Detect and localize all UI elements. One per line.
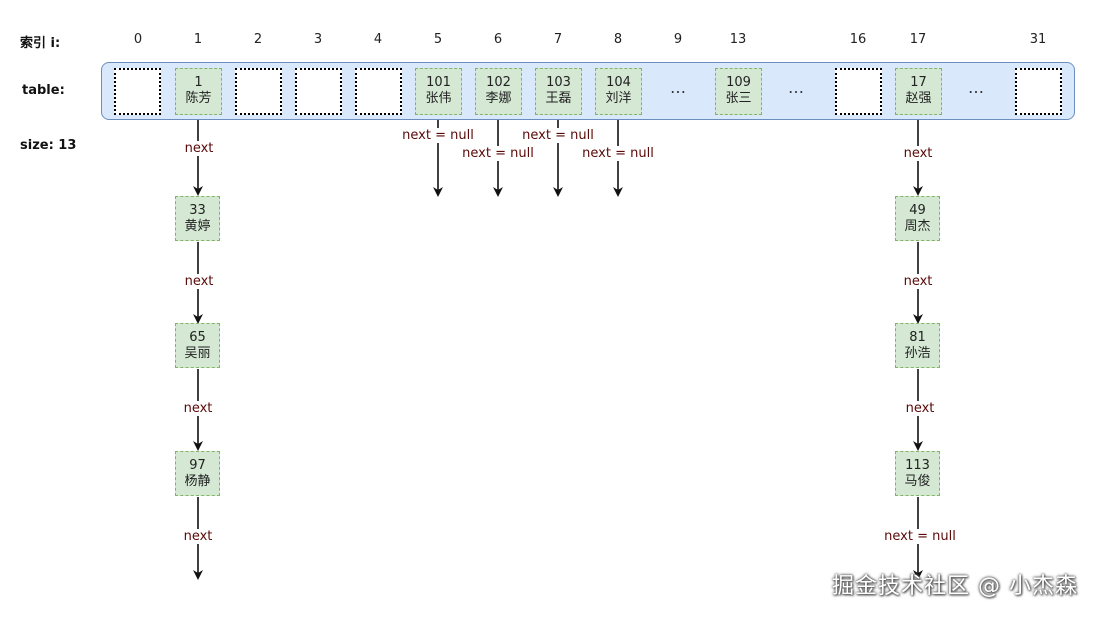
index-1: 1 xyxy=(193,32,203,47)
edge-label-next: next xyxy=(182,401,214,416)
slot-13: 109 张三 xyxy=(715,68,762,115)
chain-node-49: 49 周杰 xyxy=(895,196,940,241)
slot-7: 103 王磊 xyxy=(535,68,582,115)
index-17: 17 xyxy=(909,32,927,47)
chain-node-33: 33 黄婷 xyxy=(175,196,220,241)
slot-31-empty xyxy=(1015,68,1062,115)
node-name: 杨静 xyxy=(184,474,211,489)
index-row-label: 索引 i: xyxy=(20,36,61,51)
chain-node-65: 65 吴丽 xyxy=(175,323,220,368)
node-number: 49 xyxy=(909,203,926,218)
index-0: 0 xyxy=(133,32,143,47)
index-6: 6 xyxy=(493,32,503,47)
index-16: 16 xyxy=(849,32,867,47)
index-9: 9 xyxy=(673,32,683,47)
slot-17-number: 17 xyxy=(910,75,927,90)
slot-17: 17 赵强 xyxy=(895,68,942,115)
slot-5-number: 101 xyxy=(426,75,451,90)
index-3: 3 xyxy=(313,32,323,47)
slot-13-number: 109 xyxy=(726,75,751,90)
edge-label-next-null: next = null xyxy=(461,146,535,161)
slot-1: 1 陈芳 xyxy=(175,68,222,115)
index-5: 5 xyxy=(433,32,443,47)
ellipsis-1: … xyxy=(670,78,686,97)
ellipsis-2: … xyxy=(788,78,804,97)
node-name: 吴丽 xyxy=(184,346,211,361)
index-2: 2 xyxy=(253,32,263,47)
node-number: 33 xyxy=(189,203,206,218)
slot-1-number: 1 xyxy=(194,75,203,90)
chain-node-97: 97 杨静 xyxy=(175,451,220,496)
table-row-label: table: xyxy=(22,83,65,98)
slot-7-name: 王磊 xyxy=(545,91,572,106)
index-31: 31 xyxy=(1029,32,1047,47)
slot-6-number: 102 xyxy=(486,75,511,90)
edge-label-next-null: next = null xyxy=(401,128,475,143)
size-label: size: 13 xyxy=(20,138,77,153)
slot-16-empty xyxy=(835,68,882,115)
edge-label-next: next xyxy=(183,274,215,289)
chain-node-113: 113 马俊 xyxy=(895,451,940,496)
node-name: 黄婷 xyxy=(184,219,211,234)
edge-label-next: next xyxy=(904,401,936,416)
watermark: 掘金技术社区 @ 小杰森 xyxy=(832,574,1078,599)
edge-label-next: next xyxy=(183,141,215,156)
slot-17-name: 赵强 xyxy=(905,91,932,106)
slot-1-name: 陈芳 xyxy=(185,91,212,106)
slot-5: 101 张伟 xyxy=(415,68,462,115)
chain-node-81: 81 孙浩 xyxy=(895,323,940,368)
node-name: 马俊 xyxy=(904,474,931,489)
node-name: 周杰 xyxy=(904,219,931,234)
slot-5-name: 张伟 xyxy=(425,91,452,106)
node-number: 81 xyxy=(909,330,926,345)
slot-8-name: 刘洋 xyxy=(605,91,632,106)
node-number: 113 xyxy=(905,458,930,473)
index-8: 8 xyxy=(613,32,623,47)
node-name: 孙浩 xyxy=(904,346,931,361)
node-number: 65 xyxy=(189,330,206,345)
index-7: 7 xyxy=(553,32,563,47)
ellipsis-3: … xyxy=(968,78,984,97)
slot-6-name: 李娜 xyxy=(485,91,512,106)
node-number: 97 xyxy=(189,458,206,473)
edge-label-next-null: next = null xyxy=(581,146,655,161)
slot-6: 102 李娜 xyxy=(475,68,522,115)
index-13: 13 xyxy=(729,32,747,47)
edge-label-next-null: next = null xyxy=(521,128,595,143)
slot-3-empty xyxy=(295,68,342,115)
edge-label-next: next xyxy=(902,274,934,289)
slot-8: 104 刘洋 xyxy=(595,68,642,115)
slot-8-number: 104 xyxy=(606,75,631,90)
slot-7-number: 103 xyxy=(546,75,571,90)
index-4: 4 xyxy=(373,32,383,47)
edge-label-next-null: next = null xyxy=(883,529,957,544)
slot-2-empty xyxy=(235,68,282,115)
edge-label-next: next xyxy=(182,529,214,544)
slot-0-empty xyxy=(114,68,161,115)
slot-4-empty xyxy=(355,68,402,115)
edge-label-next: next xyxy=(902,146,934,161)
slot-13-name: 张三 xyxy=(725,91,752,106)
